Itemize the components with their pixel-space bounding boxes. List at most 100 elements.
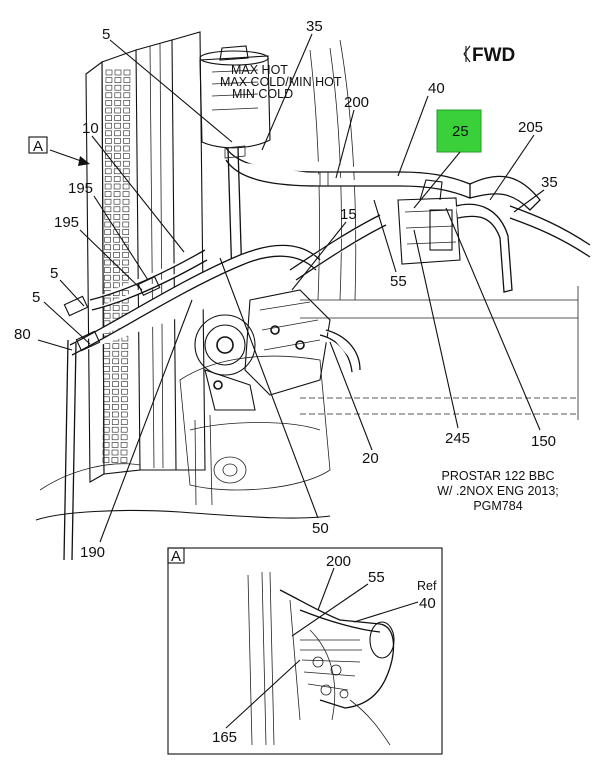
grille-cell [123,107,130,114]
grille-cell [105,107,112,114]
grille-cell [105,145,112,152]
grille-cell [122,176,130,182]
model-note-line-3: PGM784 [473,499,522,513]
grille-cell [122,274,129,281]
grille-cell [122,252,129,258]
leader-lines [37,33,545,543]
callout-40: 40 [428,80,445,97]
grille-cell [113,236,120,243]
grille-cell [113,267,120,273]
grille-cell [105,115,112,121]
grille-cell [102,426,110,433]
grille-cell [113,191,121,197]
grille-cell [123,122,130,129]
grille-cell [112,373,119,380]
grille-cell [123,92,131,99]
model-note-line-1: PROSTAR 122 BBC [441,469,554,483]
grille-cell [103,404,110,410]
grille-cell [105,138,112,144]
grille-cell [120,434,128,441]
grille-cell [123,100,131,106]
grille-cell [121,358,129,365]
callout-5-top: 5 [102,26,110,43]
grille-cell [113,229,121,235]
grille-cell [105,84,113,91]
view-a-marker: A [28,136,90,166]
grille-cell [104,198,112,205]
grille-cell [112,388,119,395]
grille-cell [104,160,112,167]
forward-indicator: FWD [463,45,515,66]
grille-cell [114,130,121,137]
grille-cell [122,198,130,205]
grille-cell [104,183,112,190]
grille-cell [114,122,121,129]
callout-195-b: 195 [54,214,79,231]
grille-cell [103,373,110,380]
inset-illustration [247,571,395,746]
inset-callout-ref: Ref [417,579,437,593]
grille-cell [113,274,120,281]
grille-cell [114,100,122,106]
callout-245: 245 [445,430,470,447]
lower-structure [35,355,331,521]
grille-cell [123,145,130,152]
callout-labels: 5 35 200 40 205 35 10 195 195 15 55 5 5 … [14,18,558,561]
grille-cell [123,130,130,137]
inset-letter: A [171,548,181,565]
view-a-letter: A [33,138,43,155]
model-note: PROSTAR 122 BBC W/ .2NOX ENG 2013; PGM78… [437,469,559,513]
grille-cell [123,153,130,159]
grille-cell [104,168,112,175]
grille-cell [114,69,122,76]
grille-cell [120,419,128,425]
grille-cell [113,244,120,251]
radiator [85,31,206,483]
grille-cell [121,366,128,372]
grille-cell [114,77,122,83]
callout-55: 55 [390,273,407,290]
grille-cell [104,191,112,197]
grille-cell [104,214,112,220]
grille-cell [122,221,130,228]
inset-callout-55: 55 [368,569,385,586]
grille-cell [104,244,111,251]
highlight-callout-25[interactable]: 25 [436,109,482,153]
grille-cell [102,449,110,456]
grille-cell [113,221,121,228]
grille-cell [113,282,120,289]
grille-cell [114,92,122,99]
callout-5-mid: 5 [50,265,58,282]
crossing-lines [63,214,387,561]
grille-cell [114,115,121,121]
grille-cell [103,366,110,372]
grille-cell [102,442,110,448]
grille-cell [122,229,130,235]
grille-cell [103,381,110,387]
callout-200: 200 [344,94,369,111]
grille-cell [113,198,121,205]
grille-cell [121,388,128,395]
grille-cell [120,426,128,433]
grille-cell [113,252,120,258]
grille-cell [111,457,119,463]
grille-cell [113,259,120,266]
grille-cell [121,305,129,311]
grille-cell [104,274,111,281]
radiator-grille [102,69,131,463]
main-illustration: MAX HOT MAX COLD/MIN HOT MIN COLD [35,31,591,561]
grille-cell [112,366,119,372]
grille-cell [102,419,110,425]
grille-cell [103,312,111,319]
grille-cell [120,442,128,448]
grille-cell [112,404,119,410]
coolant-reservoir: MAX HOT MAX COLD/MIN HOT MIN COLD [199,45,342,149]
grille-cell [112,350,120,357]
grille-cell [105,69,113,76]
grille-cell [122,183,130,190]
grille-cell [102,457,110,463]
reservoir-mark-min-cold: MIN COLD [232,87,293,101]
grille-cell [114,138,121,144]
callout-205: 205 [518,119,543,136]
model-note-line-2: W/ .2NOX ENG 2013; [437,484,559,498]
